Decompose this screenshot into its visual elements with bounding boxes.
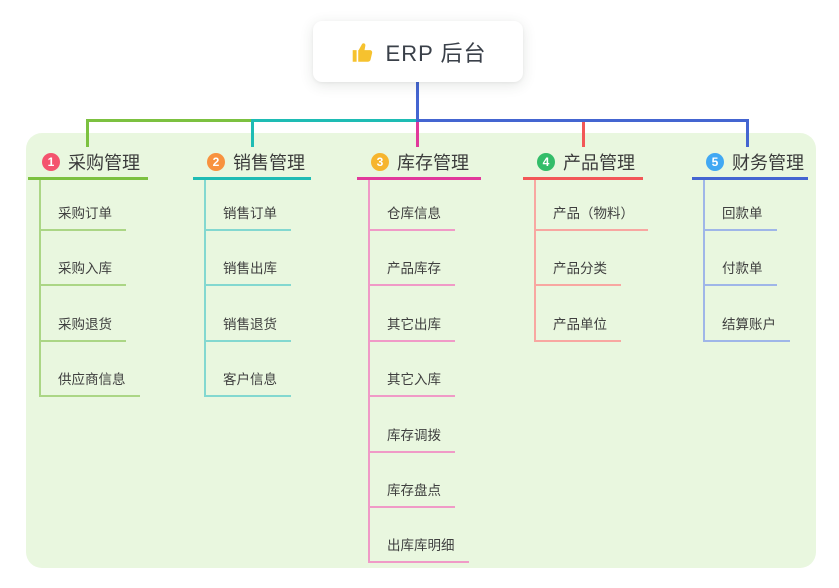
branch-5-child-3[interactable]: 结算账户 <box>704 312 790 342</box>
branch-2-child-2[interactable]: 销售出库 <box>205 256 291 287</box>
branch-4-vertical-line <box>534 179 536 342</box>
bus-segment-teal <box>250 119 419 122</box>
branch-5-child-1[interactable]: 回款单 <box>704 201 777 231</box>
child-node-label: 采购入库 <box>58 261 112 277</box>
branch-3-child-1[interactable]: 仓库信息 <box>369 201 455 231</box>
branch-4-number-badge: 4 <box>537 152 555 171</box>
branch-3-header[interactable]: 3 库存管理 <box>357 146 481 180</box>
branch-4-label: 产品管理 <box>563 152 635 173</box>
child-node-label: 库存盘点 <box>387 483 441 498</box>
branch-3-drop-line <box>415 119 419 147</box>
child-node-label: 仓库信息 <box>387 206 441 221</box>
branch-3-child-6[interactable]: 库存盘点 <box>369 478 455 508</box>
root-connector-line <box>415 82 419 122</box>
branch-2-vertical-line <box>204 179 206 398</box>
bus-segment-green <box>87 119 254 122</box>
branch-1-drop-line <box>85 119 89 147</box>
mindmap-background-panel <box>26 133 816 568</box>
child-node-label: 库存调拨 <box>387 427 441 443</box>
branch-4-drop-line <box>581 119 585 147</box>
branch-1-vertical-line <box>39 179 41 398</box>
branch-4-header[interactable]: 4 产品管理 <box>523 146 643 180</box>
child-node-label: 采购退货 <box>58 316 112 332</box>
branch-3-child-2[interactable]: 产品库存 <box>369 256 455 287</box>
branch-1-label: 采购管理 <box>68 152 140 173</box>
branch-2-drop-line <box>250 119 254 147</box>
child-node-label: 产品库存 <box>387 261 441 277</box>
child-node-label: 其它入库 <box>387 372 441 388</box>
branch-1-number-badge: 1 <box>42 152 60 171</box>
child-node-label: 产品（物料） <box>553 206 634 221</box>
child-node-label: 产品单位 <box>553 316 607 332</box>
child-node-label: 销售退货 <box>223 316 277 332</box>
root-node[interactable]: ERP 后台 <box>313 21 523 82</box>
branch-1-child-2[interactable]: 采购入库 <box>40 256 126 287</box>
branch-3-number-badge: 3 <box>371 152 389 171</box>
branch-3-child-3[interactable]: 其它出库 <box>369 312 455 342</box>
branch-3-child-7[interactable]: 出库库明细 <box>369 533 469 564</box>
child-node-label: 回款单 <box>722 206 763 221</box>
branch-3-vertical-line <box>368 179 370 564</box>
branch-2-label: 销售管理 <box>233 152 305 173</box>
child-node-label: 产品分类 <box>553 261 607 277</box>
child-node-label: 结算账户 <box>722 316 776 332</box>
branch-5-child-2[interactable]: 付款单 <box>704 256 777 287</box>
branch-5-vertical-line <box>703 179 705 342</box>
branch-4-child-2[interactable]: 产品分类 <box>535 256 621 287</box>
branch-5-drop-line <box>745 119 749 147</box>
branch-3-child-5[interactable]: 库存调拨 <box>369 423 455 453</box>
branch-4-child-3[interactable]: 产品单位 <box>535 312 621 342</box>
thumbs-up-icon <box>350 39 376 65</box>
child-node-label: 付款单 <box>722 261 763 277</box>
child-node-label: 销售出库 <box>223 261 277 277</box>
branch-2-header[interactable]: 2 销售管理 <box>193 146 311 180</box>
branch-1-child-3[interactable]: 采购退货 <box>40 312 126 342</box>
child-node-label: 其它出库 <box>387 316 441 332</box>
branch-2-child-4[interactable]: 客户信息 <box>205 367 291 398</box>
branch-3-child-4[interactable]: 其它入库 <box>369 367 455 398</box>
branch-2-child-1[interactable]: 销售订单 <box>205 201 291 231</box>
bus-segment-blue <box>415 119 749 122</box>
branch-4-child-1[interactable]: 产品（物料） <box>535 201 648 231</box>
child-node-label: 供应商信息 <box>58 372 126 388</box>
child-node-label: 采购订单 <box>58 206 112 221</box>
child-node-label: 出库库明细 <box>387 538 455 554</box>
child-node-label: 销售订单 <box>223 206 277 221</box>
branch-1-child-1[interactable]: 采购订单 <box>40 201 126 231</box>
branch-2-child-3[interactable]: 销售退货 <box>205 312 291 342</box>
branch-3-label: 库存管理 <box>397 152 469 173</box>
child-node-label: 客户信息 <box>223 372 277 388</box>
branch-1-header[interactable]: 1 采购管理 <box>28 146 148 180</box>
branch-5-label: 财务管理 <box>732 152 804 173</box>
branch-5-number-badge: 5 <box>706 152 724 171</box>
branch-5-header[interactable]: 5 财务管理 <box>692 146 808 180</box>
branch-1-child-4[interactable]: 供应商信息 <box>40 367 140 398</box>
branch-2-number-badge: 2 <box>207 152 225 171</box>
root-node-label: ERP 后台 <box>385 40 487 66</box>
